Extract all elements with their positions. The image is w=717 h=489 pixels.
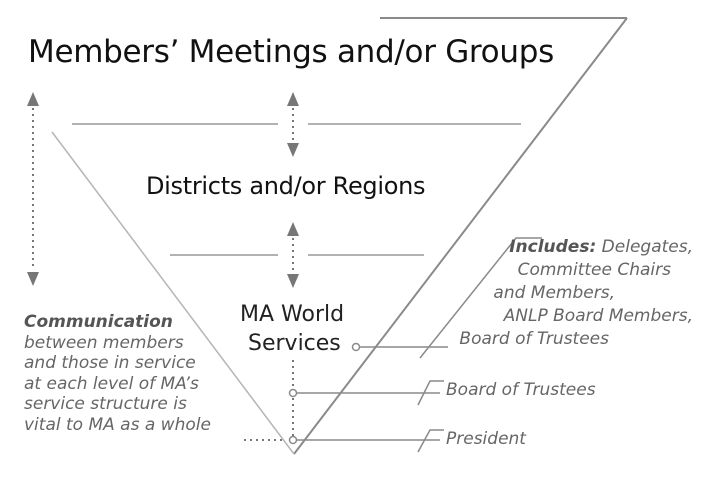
- president-connector: [288, 429, 444, 453]
- world-services-connector: [351, 237, 542, 359]
- includes-line: Delegates,: [601, 237, 693, 257]
- communication-line: vital to MA as a whole: [24, 414, 211, 435]
- districts-regions-title: Districts and/or Regions: [146, 172, 426, 200]
- board-of-trustees-label: Board of Trustees: [446, 380, 596, 400]
- members-meetings-title: Members’ Meetings and/or Groups: [28, 34, 554, 70]
- center-upper-arrow: [287, 92, 299, 157]
- level-separators: [72, 123, 521, 256]
- communication-line: between members: [24, 332, 184, 353]
- world-services-title-line1: MA World: [240, 302, 345, 327]
- left-communication-arrow: [27, 92, 39, 286]
- includes-line: Board of Trustees: [459, 329, 609, 349]
- communication-heading: Communication: [24, 312, 173, 332]
- world-services-title-line2: Services: [248, 331, 341, 356]
- center-lower-arrow: [287, 222, 299, 288]
- includes-line: ANLP Board Members,: [503, 306, 693, 326]
- includes-note: Includes: Delegates, Committee Chairs an…: [393, 236, 693, 351]
- president-label: President: [446, 429, 526, 449]
- communication-line: at each level of MA’s: [24, 373, 199, 394]
- communication-line: service structure is: [24, 394, 187, 414]
- inverted-triangle: [51, 17, 628, 455]
- communication-note: Communication between members and those …: [24, 312, 211, 435]
- includes-line: and Members,: [493, 283, 615, 303]
- includes-heading: Includes:: [509, 237, 597, 257]
- includes-line: Committee Chairs: [517, 260, 671, 280]
- communication-line: and those in service: [24, 353, 196, 373]
- board-connector: [288, 380, 444, 406]
